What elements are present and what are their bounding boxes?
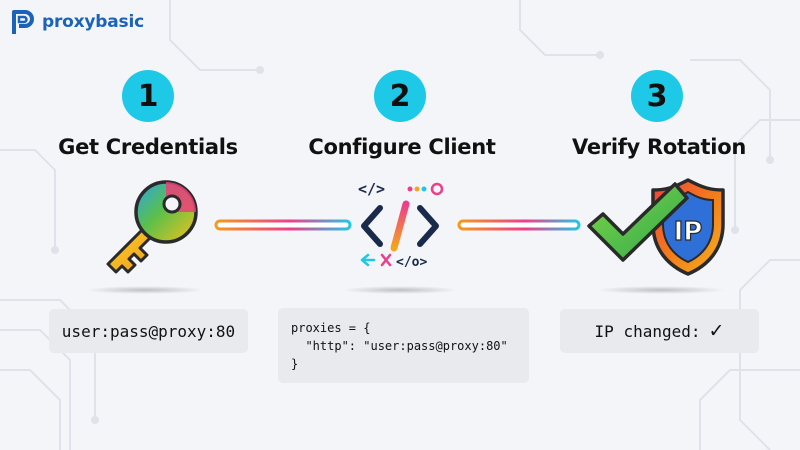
svg-text:</o>: </o> <box>396 255 427 270</box>
brand-name: proxybasic <box>42 12 144 32</box>
code-tag-top: </> <box>358 180 385 198</box>
connector-line-1 <box>214 219 352 231</box>
step-title-verify-rotation: Verify Rotation <box>572 135 746 159</box>
step-number-2: 2 <box>374 70 426 122</box>
step-number-1: 1 <box>122 70 174 122</box>
verify-shadow <box>596 286 726 294</box>
brand-logo[interactable]: proxybasic <box>10 8 144 36</box>
shield-ip-label: IP <box>674 217 703 247</box>
verify-text: IP changed: <box>594 321 701 341</box>
step-title-get-credentials: Get Credentials <box>58 135 238 159</box>
config-line-1: proxies = { <box>291 321 371 335</box>
verify-snippet: IP changed: ✓ <box>560 309 759 353</box>
proxybasic-logo-icon <box>12 10 34 34</box>
key-icon <box>106 180 198 274</box>
step-number-3: 3 <box>631 70 683 122</box>
config-line-3: } <box>291 357 299 371</box>
config-snippet: proxies = { "http": "user:pass@proxy:80"… <box>278 308 529 383</box>
code-shadow <box>342 286 458 294</box>
key-shadow <box>85 286 205 294</box>
checkmark-shield-icon: IP <box>587 178 725 276</box>
step-title-configure-client: Configure Client <box>308 135 496 159</box>
credentials-snippet: user:pass@proxy:80 <box>49 309 248 353</box>
config-line-2: "http": "user:pass@proxy:80" <box>291 339 508 353</box>
connector-line-2 <box>457 219 581 231</box>
check-mark-icon: ✓ <box>708 320 725 342</box>
code-icon: </> </o> <box>358 180 444 270</box>
credentials-text: user:pass@proxy:80 <box>61 321 236 341</box>
